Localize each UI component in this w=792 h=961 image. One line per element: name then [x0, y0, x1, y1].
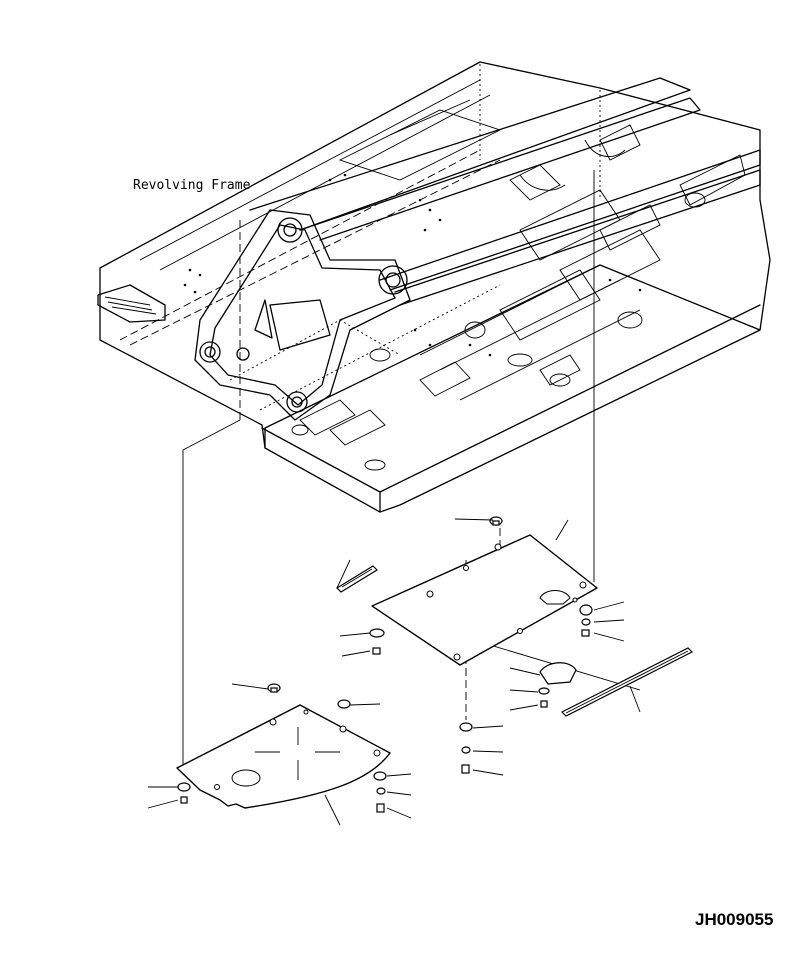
- access-cap: [539, 662, 577, 685]
- left-undercover: [176, 683, 391, 813]
- frame-rivets: [183, 173, 642, 357]
- drawing-code: JH009055: [695, 910, 773, 929]
- revolving-frame-assembly: Revolving Frame: [97, 61, 771, 513]
- right-undercover: [336, 516, 694, 774]
- callout-lines: [147, 518, 641, 826]
- revolving-frame-label: Revolving Frame: [133, 178, 251, 193]
